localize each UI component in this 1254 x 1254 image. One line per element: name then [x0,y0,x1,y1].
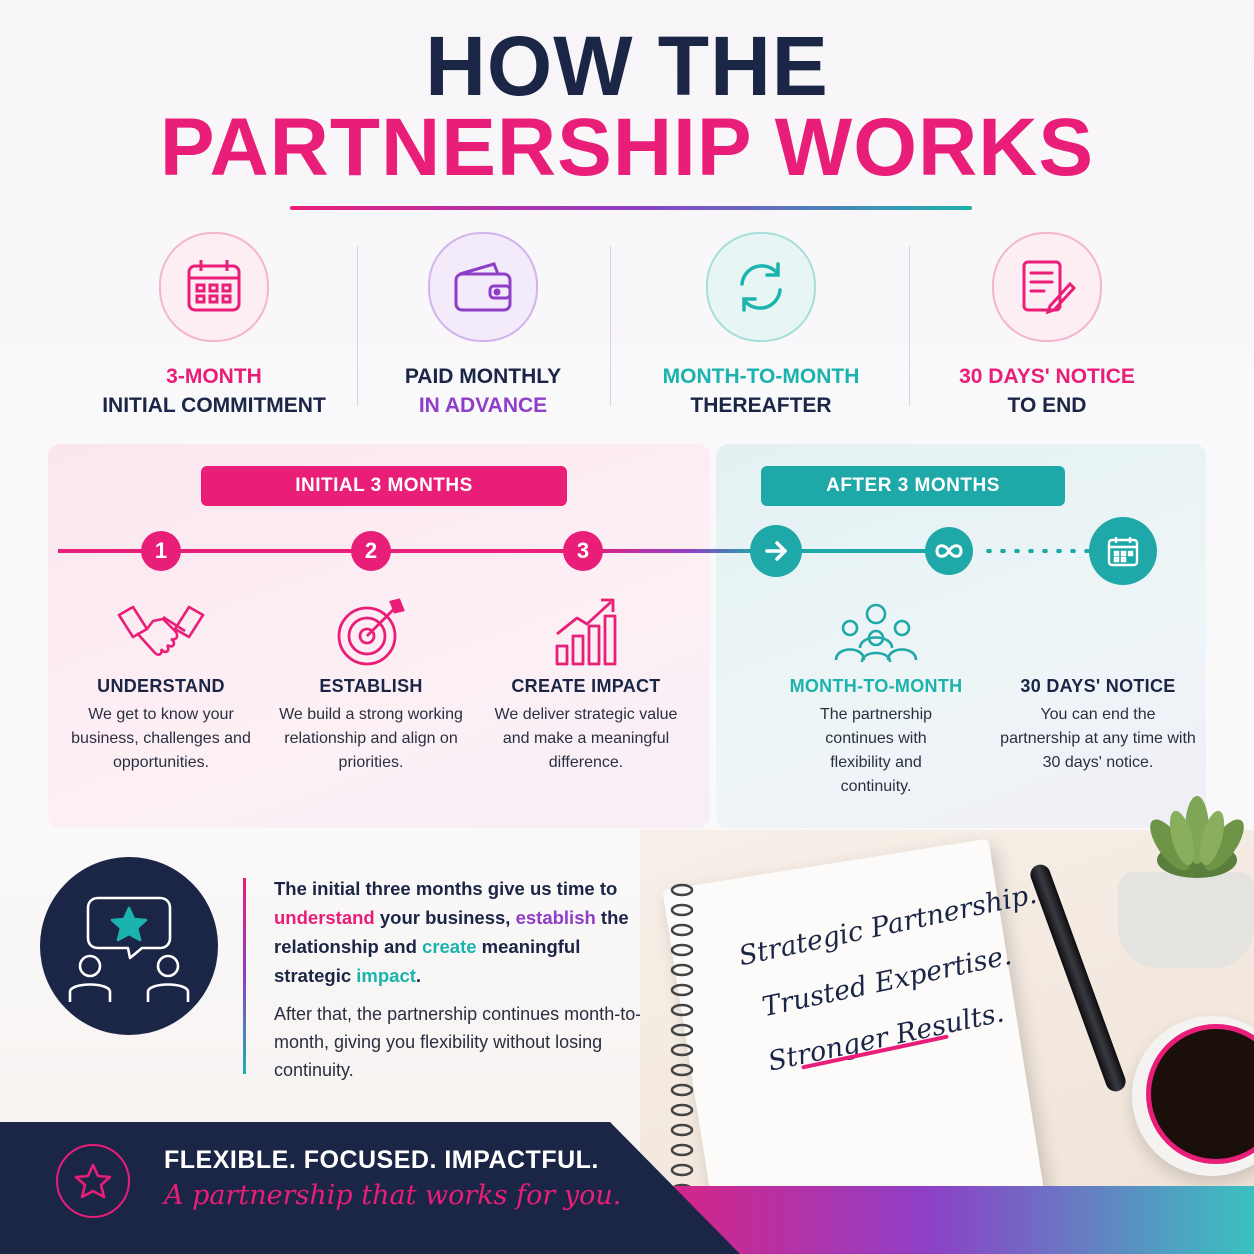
divider [610,246,611,406]
step-title: UNDERSTAND [97,676,225,696]
highlight-understand: understand [274,907,375,928]
step-title: CREATE IMPACT [511,676,661,696]
summary-text: your business, [374,907,516,928]
step-understand: UNDERSTAND We get to know your business,… [55,596,267,775]
title-line-2: PARTNERSHIP WORKS [159,102,1095,193]
conversation-star-icon [40,857,218,1035]
divider [357,246,358,406]
footer-tagline: FLEXIBLE. FOCUSED. IMPACTFUL. [164,1146,599,1174]
people-icon [770,596,982,668]
term-line-1: 30 DAYS' NOTICE [959,365,1135,388]
highlight-impact: impact [356,965,416,986]
summary-paragraph-2: After that, the partnership continues mo… [274,1004,642,1080]
step-description: You can end the partnership at any time … [1000,706,1196,771]
after-months-label: AFTER 3 MONTHS [761,466,1065,506]
summary-text: the relationship and [274,907,629,957]
infinity-icon [925,527,973,575]
step-establish: ESTABLISH We build a strong working rela… [265,596,477,775]
step-month-to-month: MONTH-TO-MONTH The partnership continues… [770,596,982,799]
summary-accent-rule [243,878,246,1074]
after-phase-panel [716,444,1206,828]
step-title: 30 DAYS' NOTICE [1020,676,1176,696]
step-description: We get to know your business, challenges… [71,706,251,771]
term-month-to-month: MONTH-TO-MONTH THEREAFTER [611,232,911,420]
plant-pot [1118,872,1254,968]
calendar-icon [1089,517,1157,585]
highlight-create: create [422,936,477,957]
term-initial-commitment: 3-MONTH INITIAL COMMITMENT [64,232,364,420]
timeline-node-2: 2 [351,531,391,571]
title-underline [290,206,972,210]
arrow-right-icon [750,525,802,577]
term-notice: 30 DAYS' NOTICE TO END [897,232,1197,420]
timeline-dotted-line [982,549,1092,553]
step-title: ESTABLISH [319,676,423,696]
step-create-impact: CREATE IMPACT We deliver strategic value… [480,596,692,775]
timeline-line [58,549,758,553]
step-description: We build a strong working relationship a… [279,706,463,771]
star-icon [56,1144,130,1218]
notebook-spiral [668,880,696,1220]
highlight-establish: establish [515,907,596,928]
step-description: The partnership continues with flexibili… [819,706,933,795]
divider [909,246,910,406]
blank-icon-space [1000,596,1196,668]
initial-months-label: INITIAL 3 MONTHS [201,466,567,506]
step-title: MONTH-TO-MONTH [789,676,963,696]
target-icon [265,596,477,668]
document-pen-icon [992,232,1102,342]
wallet-icon [428,232,538,342]
timeline-node-1: 1 [141,531,181,571]
step-notice: 30 DAYS' NOTICE You can end the partners… [1000,596,1196,775]
calendar-icon [159,232,269,342]
term-line-2: INITIAL COMMITMENT [102,394,326,417]
summary-text: The initial three months give us time to [274,878,618,899]
title-line-1: HOW THE [425,19,829,113]
step-description: We deliver strategic value and make a me… [494,706,678,771]
term-line-2: IN ADVANCE [418,394,548,417]
term-paid-monthly: PAID MONTHLY IN ADVANCE [333,232,633,420]
term-line-2: TO END [1007,394,1087,417]
term-line-1: MONTH-TO-MONTH [662,365,860,388]
summary-text: meaningful strategic [274,936,581,986]
succulent-plant [1140,790,1254,890]
refresh-icon [706,232,816,342]
term-line-1: PAID MONTHLY [404,365,562,388]
timeline-line-after [776,549,932,553]
summary-paragraph: The initial three months give us time to… [274,874,654,990]
term-line-2: THEREAFTER [690,394,832,417]
term-line-1: 3-MONTH [166,365,262,388]
coffee [1146,1024,1254,1164]
growth-chart-icon [480,596,692,668]
summary-text: . [415,965,422,986]
timeline-node-3: 3 [563,531,603,571]
handshake-icon [55,596,267,668]
footer-script: A partnership that works for you. [164,1180,622,1211]
